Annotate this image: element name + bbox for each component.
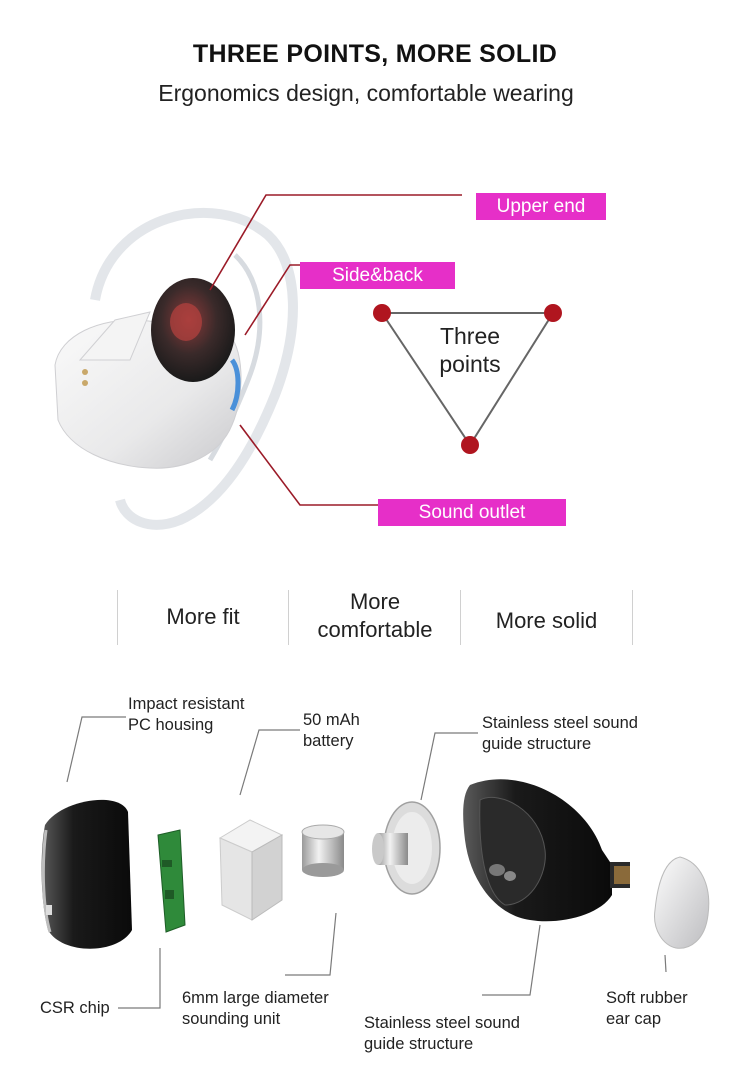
fit-leader-lines bbox=[209, 194, 462, 506]
label-line: CSR chip bbox=[40, 999, 110, 1017]
label-ear-cap: Soft rubber ear cap bbox=[606, 988, 688, 1030]
label-line: PC housing bbox=[128, 716, 214, 734]
label-line: guide structure bbox=[482, 735, 592, 753]
label-line: 6mm large diameter bbox=[182, 989, 329, 1007]
side-back-tag: Side&back bbox=[300, 262, 455, 289]
label-line: sounding unit bbox=[182, 1010, 281, 1028]
label-steel-guide-top: Stainless steel sound guide structure bbox=[482, 713, 638, 755]
feature-label: More fit bbox=[166, 604, 240, 629]
contact-point-marker bbox=[461, 436, 479, 454]
label-line: ear cap bbox=[606, 1010, 662, 1028]
battery-part bbox=[218, 819, 284, 921]
label-line: Impact resistant bbox=[128, 695, 245, 713]
feature-more-comfortable: More comfortable bbox=[289, 588, 461, 644]
page-subtitle: Ergonomics design, comfortable wearing bbox=[158, 80, 574, 106]
label-csr-chip: CSR chip bbox=[40, 998, 110, 1019]
feature-divider bbox=[288, 590, 289, 645]
pc-housing-part bbox=[41, 799, 132, 949]
steel-guide-part bbox=[372, 801, 441, 895]
upper-end-tag: Upper end bbox=[476, 193, 606, 220]
label-battery: 50 mAh battery bbox=[303, 710, 360, 752]
label-line: battery bbox=[303, 732, 354, 750]
label-sounding-unit: 6mm large diameter sounding unit bbox=[182, 988, 329, 1030]
three-points-label-line2: points bbox=[439, 351, 501, 377]
page-title: THREE POINTS, MORE SOLID bbox=[192, 40, 558, 68]
three-points-label-line1: Three bbox=[439, 323, 501, 349]
sound-outlet-tag: Sound outlet bbox=[378, 499, 566, 526]
feature-divider bbox=[460, 590, 461, 645]
three-points-triangle bbox=[373, 304, 562, 454]
feature-label: More bbox=[349, 589, 401, 614]
earbud-shell-part bbox=[463, 779, 630, 922]
part-leader-lines bbox=[66, 716, 667, 1009]
three-points-label: Three points bbox=[415, 322, 525, 378]
feature-divider bbox=[632, 590, 633, 645]
feature-more-solid: More solid bbox=[461, 607, 632, 635]
contact-point-marker bbox=[544, 304, 562, 322]
feature-more-fit: More fit bbox=[118, 603, 288, 631]
feature-label-line2: comfortable bbox=[317, 617, 433, 642]
feature-divider bbox=[117, 590, 118, 645]
label-line: Soft rubber bbox=[606, 989, 688, 1007]
feature-label: More solid bbox=[495, 608, 598, 633]
label-line: 50 mAh bbox=[303, 711, 360, 729]
label-line: Stainless steel sound bbox=[482, 714, 638, 732]
label-pc-housing: Impact resistant PC housing bbox=[128, 694, 244, 736]
label-line: guide structure bbox=[364, 1035, 474, 1053]
label-line: Stainless steel sound bbox=[364, 1014, 520, 1032]
earbud-in-ear bbox=[54, 278, 242, 469]
contact-point-marker bbox=[373, 304, 391, 322]
csr-chip-part bbox=[157, 829, 186, 933]
sounding-unit-part bbox=[301, 824, 345, 877]
rubber-ear-cap-part bbox=[654, 856, 710, 949]
label-steel-guide-bottom: Stainless steel sound guide structure bbox=[364, 1013, 520, 1055]
